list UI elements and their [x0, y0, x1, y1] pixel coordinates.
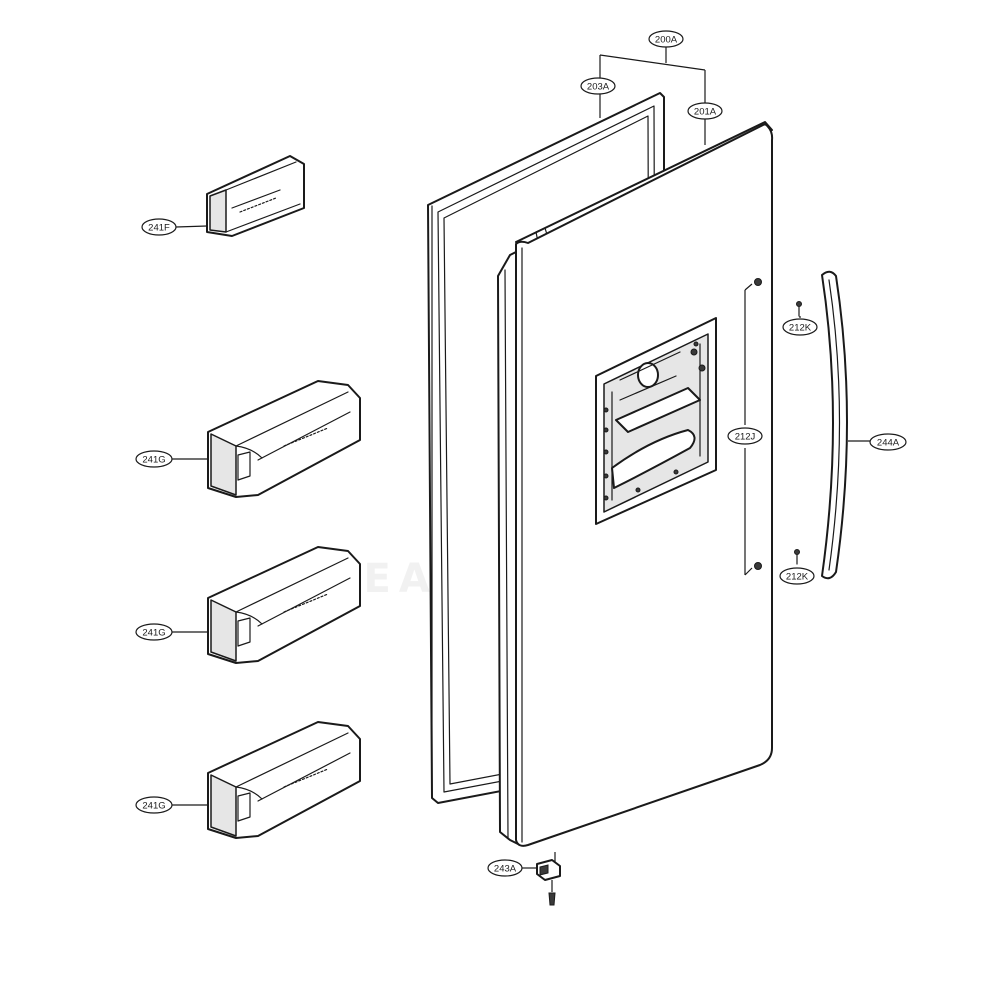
callout-label: 241F: [148, 223, 170, 234]
callout-203A: 203A: [580, 77, 616, 95]
callout-212J: 212J: [727, 427, 763, 445]
callout-241G-3: 241G: [135, 796, 173, 814]
callout-244A: 244A: [869, 433, 907, 451]
callout-label: 241G: [142, 801, 165, 812]
handle-screw-bottom: [794, 549, 800, 565]
callout-241F: 241F: [141, 218, 177, 236]
lower-hinge: [536, 852, 561, 906]
leader-241F: [175, 225, 208, 228]
door-screw-top: [754, 278, 762, 286]
callout-label: 243A: [494, 864, 517, 875]
callout-241G-2: 241G: [135, 623, 173, 641]
door-handle: [821, 270, 848, 580]
handle-screw-top: [796, 301, 802, 317]
callout-212K-bottom: 212K: [779, 567, 815, 585]
callout-label: 201A: [694, 107, 717, 118]
callout-201A: 201A: [687, 102, 723, 120]
callout-212K-top: 212K: [782, 318, 818, 336]
callout-label: 212J: [735, 432, 756, 443]
callout-243A: 243A: [487, 859, 523, 877]
callout-label: 212K: [789, 323, 812, 334]
callout-241G-1: 241G: [135, 450, 173, 468]
small-door-bin: [206, 155, 305, 237]
leader-200A: [599, 46, 706, 103]
dispenser-recess: [595, 317, 717, 525]
callout-label: 200A: [655, 35, 678, 46]
callout-label: 212K: [786, 572, 809, 583]
door-bin-3: [207, 721, 361, 839]
door-screw-bottom: [754, 562, 762, 570]
callout-label: 241G: [142, 455, 165, 466]
door-bin-1: [207, 380, 361, 498]
callout-label: 203A: [587, 82, 610, 93]
callout-label: 241G: [142, 628, 165, 639]
callout-200A: 200A: [648, 30, 684, 48]
callout-label: 244A: [877, 438, 900, 449]
refrigerator-door: [497, 121, 774, 847]
door-bin-2: [207, 546, 361, 664]
